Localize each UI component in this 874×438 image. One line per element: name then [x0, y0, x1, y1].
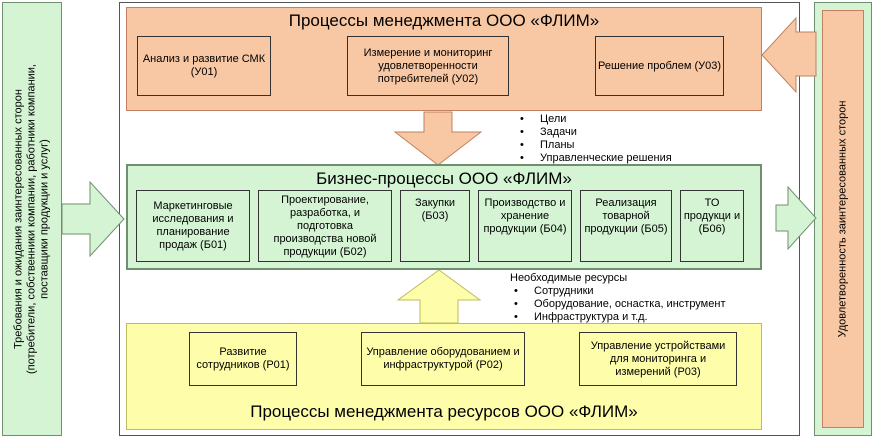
- management-output-item: Управленческие решения: [514, 152, 734, 165]
- arrow-management-to-business: [393, 111, 483, 166]
- arrow-business-to-satisfaction: [775, 185, 817, 251]
- management-output-item: Планы: [514, 139, 734, 152]
- process-box-r02: Управление оборудованием и инфраструктур…: [361, 332, 525, 386]
- stakeholder-satisfaction-inner: [822, 10, 864, 428]
- resources-list: Необходимые ресурсы Сотрудники Оборудова…: [506, 272, 786, 324]
- resources-item: Оборудование, оснастка, инструмент: [508, 298, 786, 311]
- resource-management-title: Процессы менеджмента ресурсов ООО «ФЛИМ»: [250, 402, 638, 421]
- management-outputs: Цели Задачи Планы Управленческие решения: [514, 113, 734, 165]
- process-box-r01: Развитие сотрудников (Р01): [189, 332, 297, 386]
- process-box-r03: Управление устройствами для мониторинга …: [579, 332, 737, 386]
- stakeholder-requirements-panel: [2, 2, 62, 436]
- arrow-satisfaction-to-management: [761, 16, 817, 94]
- management-output-item: Цели: [514, 113, 734, 126]
- business-processes-panel: Бизнес-процессы ООО «ФЛИМ» Маркетинговые…: [126, 164, 762, 270]
- resource-management-panel: Развитие сотрудников (Р01) Управление об…: [126, 323, 762, 430]
- management-processes-panel: Процессы менеджмента ООО «ФЛИМ» Анализ и…: [126, 7, 762, 111]
- process-box-b03: Закупки (Б03): [400, 190, 470, 262]
- arrow-requirements-to-business: [61, 180, 125, 258]
- process-box-b02: Проектирование, разработка, и подготовка…: [258, 190, 392, 262]
- arrow-resources-to-business: [396, 269, 482, 324]
- resources-item: Сотрудники: [508, 285, 786, 298]
- process-box-b01: Маркетинговые исследования и планировани…: [136, 190, 250, 262]
- process-box-b05: Реализация товарной продукции (Б05): [580, 190, 672, 262]
- process-box-b06: ТО продукци и (Б06): [680, 190, 744, 262]
- management-output-item: Задачи: [514, 126, 734, 139]
- business-processes-title: Бизнес-процессы ООО «ФЛИМ»: [316, 169, 572, 188]
- process-box-u03: Решение проблем (У03): [595, 36, 724, 96]
- resources-heading: Необходимые ресурсы: [510, 272, 628, 284]
- management-processes-title: Процессы менеджмента ООО «ФЛИМ»: [288, 11, 600, 30]
- process-box-u01: Анализ и развитие СМК (У01): [137, 36, 271, 96]
- resources-item: Инфраструктура и т.д.: [508, 311, 786, 324]
- process-box-u02: Измерение и мониторинг удовлетворенности…: [347, 36, 509, 96]
- process-box-b04: Производство и хранение продукции (Б04): [478, 190, 572, 262]
